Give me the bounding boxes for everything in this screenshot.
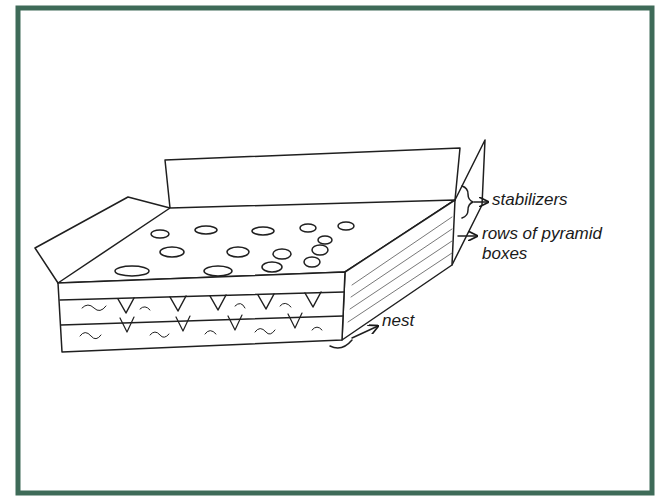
- back-flap: [165, 148, 460, 208]
- leader-line: [352, 326, 378, 338]
- nest-mark: [330, 340, 352, 348]
- row-line: [61, 316, 343, 325]
- part-label: nest: [382, 311, 462, 331]
- part-label: stabilizers: [492, 190, 642, 210]
- leader-line: [474, 201, 488, 203]
- part-label: rows of pyramid boxes: [482, 224, 614, 265]
- pyramid-rows: [80, 292, 322, 339]
- side-shading: [348, 217, 452, 322]
- holes: [115, 222, 354, 276]
- row-line: [60, 292, 344, 300]
- leader-line: [458, 235, 477, 237]
- bracket: [462, 186, 473, 218]
- frame: [18, 8, 652, 493]
- front-face: [58, 272, 345, 352]
